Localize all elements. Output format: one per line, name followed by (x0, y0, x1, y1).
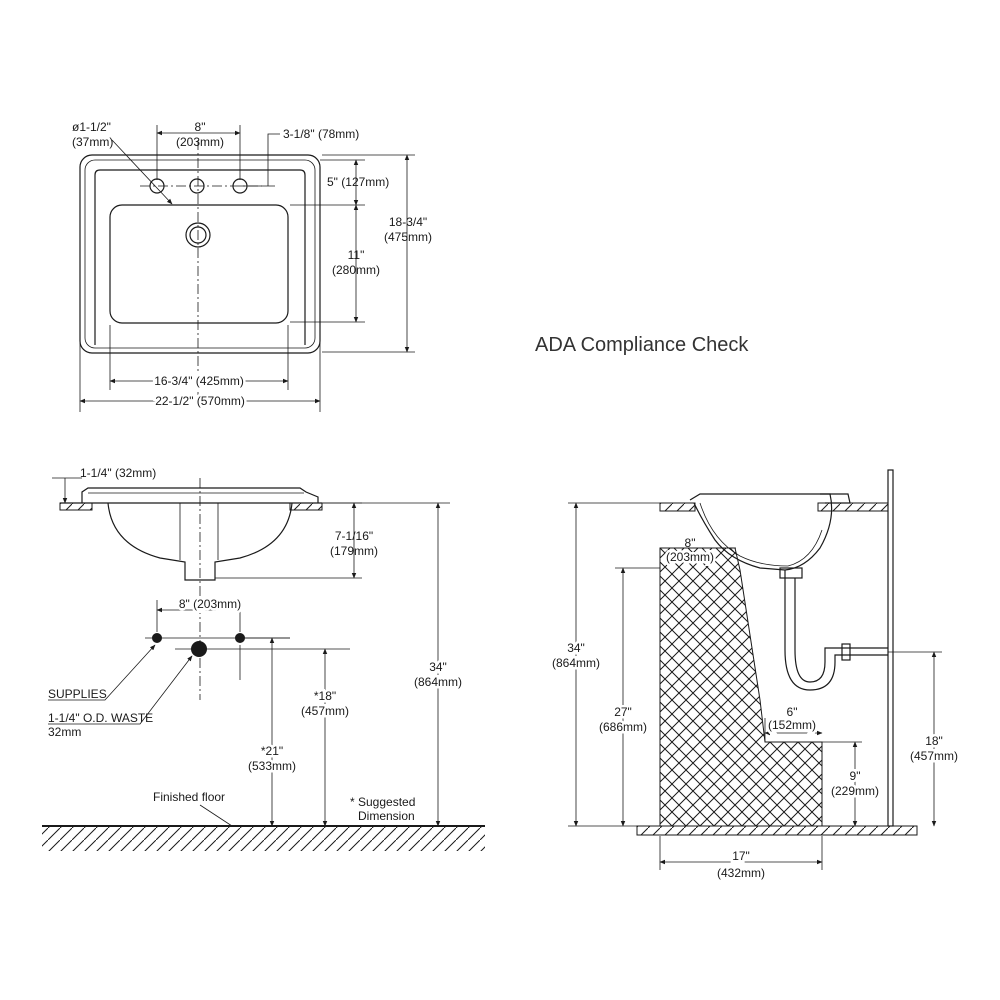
supply-right (235, 633, 245, 643)
ada-view: 34" (864mm) 8" (203mm) 27" (686mm) 6" (1… (549, 469, 961, 880)
bowl-height-label: 7-1/16" (335, 529, 373, 543)
hole-dia-mm-label: (37mm) (72, 135, 113, 149)
page-title: ADA Compliance Check (535, 334, 749, 356)
waste-height-label: *18" (314, 689, 336, 703)
knee-depth-label: 8" (685, 536, 696, 550)
countertop-right (289, 502, 323, 511)
ada-sink-bowl (689, 493, 833, 571)
supply-spread-label: 8" (203mm) (179, 597, 241, 611)
hole-offset-label: 3-1/8" (78mm) (283, 127, 359, 141)
waste-label: 1-1/4" O.D. WASTE (48, 711, 153, 725)
toe-depth-label: 6" (787, 705, 798, 719)
ada-floor (636, 825, 918, 836)
supply-left (152, 633, 162, 643)
knee-height-mm-label: (686mm) (599, 720, 647, 734)
finished-floor-label: Finished floor (153, 790, 225, 804)
ada-height-mm-label: (864mm) (552, 656, 600, 670)
toe-depth-mm-label: (152mm) (768, 718, 816, 732)
sink-outer-outline (79, 154, 321, 354)
side-height-label: 34" (429, 660, 447, 674)
drain-tailpiece (784, 570, 888, 691)
toe-height-label: 9" (850, 769, 861, 783)
sink-bowl-outline (109, 204, 289, 324)
supplies-label: SUPPLIES (48, 687, 107, 701)
clearance-depth-mm-label: (432mm) (717, 866, 765, 880)
top-view: ø1-1/2" (37mm) 8" (203mm) 3-1/8" (78mm) … (72, 120, 432, 412)
drain-outer (185, 222, 211, 248)
wall (887, 469, 894, 827)
countertop-left (59, 502, 93, 511)
dimension-label: Dimension (358, 809, 415, 823)
knee-depth-mm-label: (203mm) (666, 550, 714, 564)
knee-height-label: 27" (614, 705, 632, 719)
hole-dia-label: ø1-1/2" (72, 120, 111, 134)
deck-to-bowl-label: 5" (127mm) (327, 175, 389, 189)
depth-mm-label: (475mm) (384, 230, 432, 244)
side-view: 1-1/4" (32mm) 7-1/16" (179mm) 8" (203mm)… (42, 466, 485, 851)
supply-height-label: *21" (261, 744, 283, 758)
bowl-depth-label: 11" (348, 248, 365, 262)
waste-mm-label: 32mm (48, 725, 81, 739)
clearance-depth-label: 17" (732, 849, 750, 863)
ada-height-label: 34" (567, 641, 585, 655)
ada-countertop-right (817, 502, 889, 512)
ada-countertop-left (659, 502, 696, 512)
overall-width-label: 22-1/2" (570mm) (155, 394, 245, 408)
sink-bowl-profile (107, 502, 293, 581)
depth-label: 18-3/4" (389, 215, 427, 229)
spread-label: 8" (195, 120, 206, 134)
suggested-label: * Suggested (350, 795, 415, 809)
bowl-width-label: 16-3/4" (425mm) (154, 374, 244, 388)
supply-height-mm-label: (533mm) (248, 759, 296, 773)
rim-label: 1-1/4" (32mm) (80, 466, 156, 480)
toe-height-mm-label: (229mm) (831, 784, 879, 798)
side-height-mm-label: (864mm) (414, 675, 462, 689)
trap-height-label: 18" (925, 734, 943, 748)
bowl-depth-mm-label: (280mm) (332, 263, 380, 277)
trap-height-mm-label: (457mm) (910, 749, 958, 763)
waste-height-mm-label: (457mm) (301, 704, 349, 718)
waste-outlet (191, 641, 207, 657)
sink-rim-profile (81, 487, 319, 503)
spread-mm-label: (203mm) (176, 135, 224, 149)
bowl-height-mm-label: (179mm) (330, 544, 378, 558)
